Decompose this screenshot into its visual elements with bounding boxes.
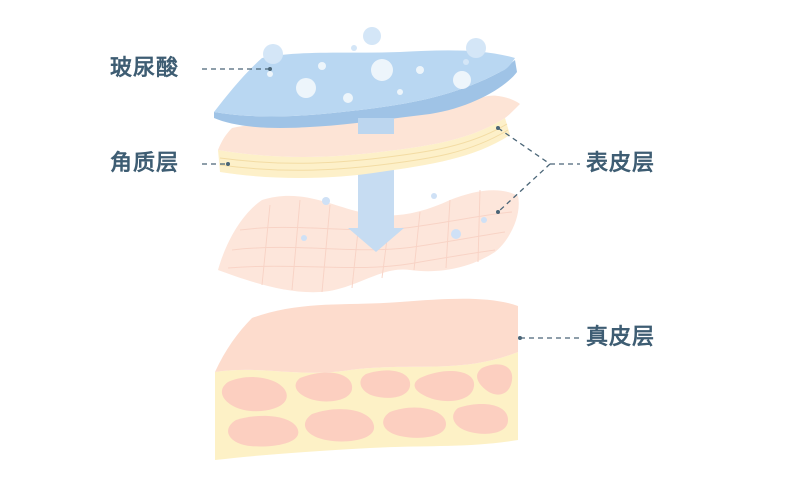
leader-dot [226, 162, 230, 166]
bubble [318, 62, 326, 70]
fat-cell [477, 364, 513, 395]
dermis-top [215, 298, 518, 373]
bubble [267, 71, 273, 77]
bubble [343, 93, 353, 103]
hyaluronic-bubbles [267, 59, 471, 103]
label-stratum-corneum: 角质层 [110, 150, 180, 176]
droplet [451, 229, 461, 239]
hyaluronic-stub [358, 118, 394, 134]
bubble [371, 59, 393, 81]
droplet [301, 235, 307, 241]
dermis-block [215, 298, 518, 460]
label-dermis: 真皮层 [586, 324, 656, 350]
epidermis-droplets [301, 193, 487, 241]
leader-dot [268, 67, 272, 71]
hyaluronic-top [214, 50, 515, 117]
bubble [463, 59, 469, 65]
label-epidermis: 表皮层 [586, 150, 656, 176]
leader-lines [202, 68, 580, 339]
leader-dot [496, 210, 500, 214]
fat-cell [304, 409, 375, 442]
fat-cell [221, 377, 287, 412]
fat-cell [383, 407, 446, 438]
fat-cell [360, 370, 411, 398]
bubble [263, 44, 283, 64]
droplet [431, 193, 437, 199]
floating-bubbles [263, 27, 486, 65]
fat-cell [453, 404, 508, 434]
leader-dots [226, 67, 522, 340]
fat-cell [414, 371, 475, 402]
droplet [322, 197, 330, 205]
bubble [363, 27, 381, 45]
leader-dot [518, 336, 522, 340]
droplet [481, 217, 487, 223]
bubble [416, 66, 424, 74]
dermis-fat-cells [221, 364, 513, 447]
arrow-shape [348, 160, 404, 252]
corneum-lines [219, 123, 509, 171]
penetration-arrow [348, 160, 404, 252]
fat-cell [228, 415, 299, 447]
bubble [296, 78, 316, 98]
fat-cell [295, 372, 353, 402]
hyaluronic-acid-layer [214, 27, 517, 134]
bubble [351, 45, 357, 51]
bubble [453, 71, 471, 89]
leader-dot [496, 126, 500, 130]
label-hyaluronic-acid: 玻尿酸 [110, 55, 180, 81]
bubble [466, 38, 486, 58]
hyaluronic-side [214, 60, 517, 128]
bubble [397, 89, 403, 95]
